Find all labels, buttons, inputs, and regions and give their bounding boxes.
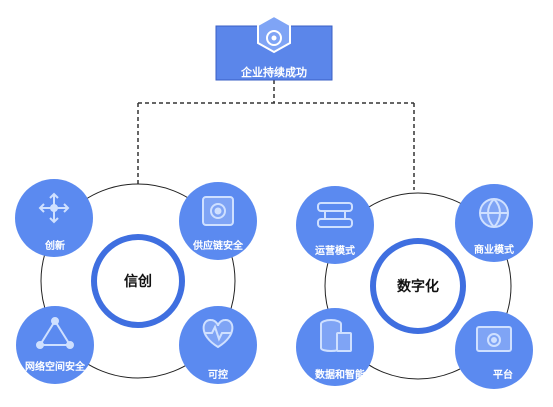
node-data-intelligence-label: 数据和智能 <box>315 370 365 381</box>
database-doc-icon <box>320 319 352 352</box>
node-controllable <box>179 306 257 384</box>
globe-wrench-icon <box>479 198 509 228</box>
node-business-model <box>455 184 533 262</box>
node-controllable-label: 可控 <box>208 370 228 381</box>
right-center-ring <box>370 238 466 334</box>
node-cyberspace-security <box>16 306 94 384</box>
right-center-label: 数字化 <box>397 278 439 294</box>
node-operation-model <box>296 186 374 264</box>
node-operation-model-label: 运营模式 <box>315 246 355 257</box>
node-innovation <box>15 179 93 257</box>
dashed-connectors <box>137 80 415 190</box>
heart-pulse-icon <box>202 319 234 349</box>
node-platform-label: 平台 <box>493 370 513 381</box>
left-outer-ring <box>40 183 236 379</box>
shield-icon <box>257 14 291 54</box>
monitor-icon <box>476 326 512 352</box>
node-innovation-label: 创新 <box>45 241 65 252</box>
left-center-label: 信创 <box>124 273 152 289</box>
network-arrows-icon <box>38 192 70 224</box>
node-data-intelligence <box>296 308 374 386</box>
top-box-label: 企业持续成功 <box>241 67 307 79</box>
node-cyberspace-security-label: 网络空间安全 <box>25 362 85 373</box>
node-business-model-label: 商业模式 <box>474 245 514 256</box>
triangle-network-icon <box>36 317 74 349</box>
node-platform <box>455 311 533 389</box>
node-supply-chain-label: 供应链安全 <box>193 241 243 252</box>
chip-icon <box>202 196 234 226</box>
pipeline-icon <box>317 202 353 228</box>
node-supply-chain <box>179 182 257 260</box>
left-center-ring <box>91 234 185 328</box>
right-outer-ring <box>324 192 512 380</box>
